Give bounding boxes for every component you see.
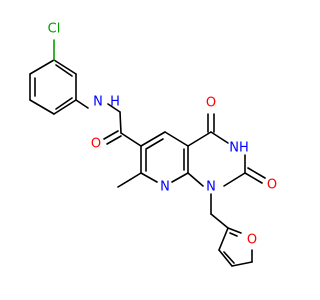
amide-cn-bond [119, 111, 122, 134]
c4-o-label: O [206, 96, 216, 111]
amide-n-label: N [93, 95, 103, 110]
c2-o-label: O [267, 178, 277, 193]
amide-co-bond-2 [106, 135, 122, 145]
c2-o-bond [244, 172, 263, 184]
molecule-structure: Cl N H O O NH O N N O [29, 22, 277, 267]
chlorine-label: Cl [48, 22, 61, 37]
n-carbonyl-bond [107, 103, 121, 113]
n8-label: N [160, 180, 170, 195]
methyl-bond [117, 172, 142, 188]
c2-o-bond-2 [247, 167, 266, 179]
amide-c6-bond [120, 132, 142, 147]
amide-co-bond [103, 130, 119, 140]
chlorophenyl-ring [29, 59, 77, 115]
pyrimidinedione-ring [187, 131, 246, 187]
ring-n-bond [75, 99, 89, 109]
n1-label: N [206, 180, 216, 195]
nh-label: NH [229, 141, 249, 156]
amide-h-label: H [110, 95, 120, 110]
amide-o-label: O [91, 137, 101, 152]
ch2-furan-bond [210, 213, 229, 229]
pyridine-ring [140, 131, 189, 183]
furan-o-label: O [247, 233, 257, 248]
furan-ring [218, 227, 253, 267]
